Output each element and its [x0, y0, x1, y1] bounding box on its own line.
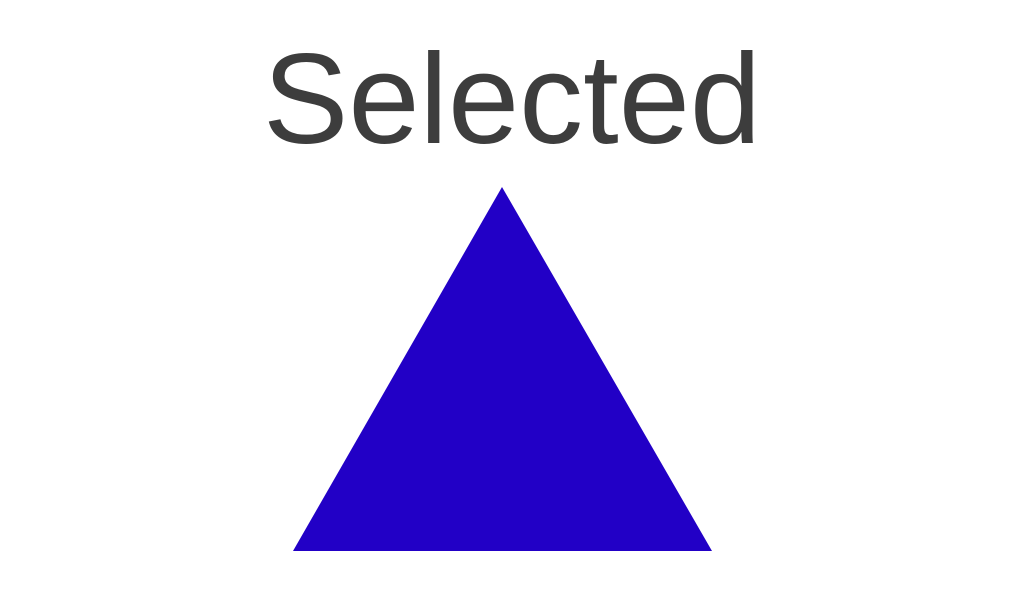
triangle-icon[interactable]: [293, 187, 712, 551]
selection-state-label: Selected: [262, 28, 762, 171]
